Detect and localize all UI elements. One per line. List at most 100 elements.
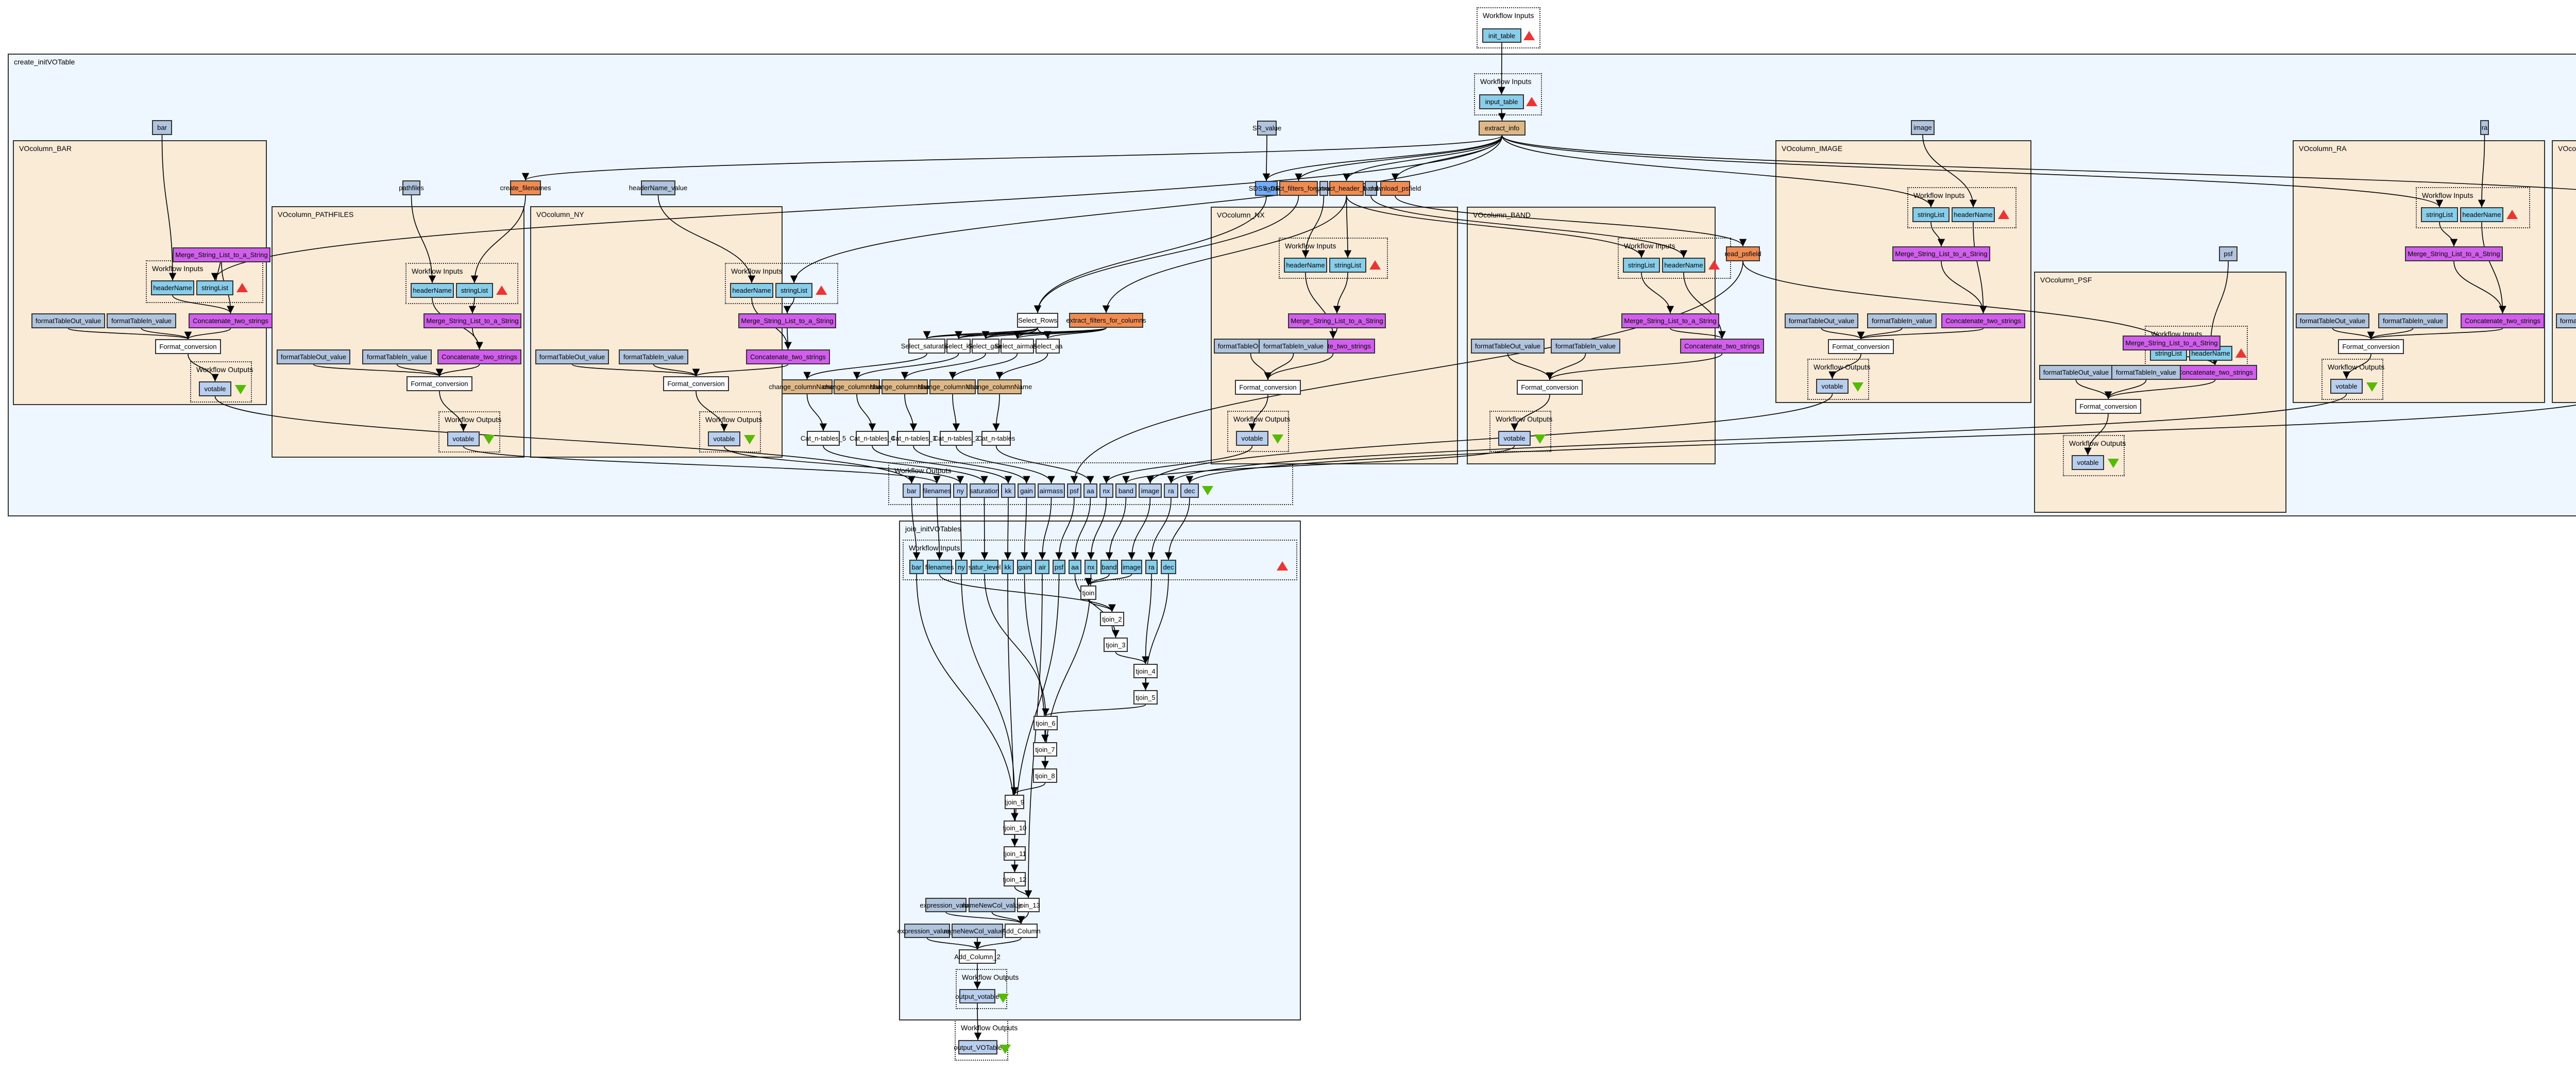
format-conversion-node[interactable]: Format_conversion [2075,399,2141,414]
select-aa-node[interactable]: Select_aa [1033,339,1062,354]
format-table-out-value-node[interactable]: formatTableOut_value [2296,313,2369,328]
image-constant-node[interactable]: image [1911,120,1935,135]
merge-string-list-node[interactable]: Merge_String_List_to_a_String [423,313,521,328]
headername-input[interactable]: headerName [151,280,194,295]
output-votable-node[interactable]: output_votable [955,989,999,1003]
cat-ntables-5-node[interactable]: Cat_n-tables_5 [801,431,846,446]
join-input-image[interactable]: image [1121,560,1142,574]
create-output-band[interactable]: band [1115,483,1137,498]
tjoin-2-node[interactable]: tjoin_2 [1100,612,1124,626]
concatenate-two-strings-node[interactable]: Concatenate_two_strings [1941,313,2025,328]
tjoin-3-node[interactable]: tjoin_3 [1104,638,1128,652]
tjoin-8-node[interactable]: tjoin_8 [1033,768,1057,783]
headername-input[interactable]: headerName [730,283,773,298]
namenewcol-value-node[interactable]: nameNewCol_value [962,898,1022,912]
tjoin-6-node[interactable]: tjoin_6 [1033,716,1058,730]
select-kk-node[interactable]: Select_kk [944,339,973,354]
tjoin-9-node[interactable]: tjoin_9 [1005,795,1024,809]
tjoin-13-node[interactable]: tjoin_13 [1016,898,1040,912]
add-column-node[interactable]: Add_Column [1002,924,1041,938]
extract-filters-for-rows-node[interactable]: extract_filters_for_rows [1264,181,1333,196]
stringlist-input[interactable]: stringList [775,283,812,298]
merge-string-list-node[interactable]: Merge_String_List_to_a_String [2123,336,2221,350]
input-table-input[interactable]: input_table [1479,94,1524,109]
merge-string-list-node[interactable]: Merge_String_List_to_a_String [173,247,270,262]
add-column-2-node[interactable]: Add_Column_2 [954,949,1001,964]
create-output-psf[interactable]: psf [1067,483,1081,498]
tjoin-12-node[interactable]: tjoin_12 [1003,872,1026,886]
download-psfield-node[interactable]: download_psfield [1369,181,1421,196]
concatenate-two-strings-node[interactable]: Concatenate_two_strings [1680,339,1764,354]
concatenate-two-strings-node[interactable]: Concatenate_two_strings [2173,365,2257,380]
cat-ntables-2-node[interactable]: Cat_n-tables_2 [934,431,979,446]
concatenate-two-strings-node[interactable]: Concatenate_two_strings [437,349,521,364]
format-table-out-value-node[interactable]: formatTableOut_value [2556,313,2576,328]
stringlist-input[interactable]: stringList [1912,207,1950,222]
cat-ntables-4-node[interactable]: Cat_n-tables_4 [850,431,895,446]
psf-constant-node[interactable]: psf [2219,246,2238,261]
headername-input[interactable]: headerName [1662,258,1705,273]
expression-value-1-node[interactable]: expression_value_1 [897,924,957,938]
format-table-out-value-node[interactable]: formatTableOut_value [1785,313,1858,328]
create-filenames-node[interactable]: create_filenames [500,180,551,195]
votable-output-node[interactable]: votable [1236,431,1268,446]
expression-value-node[interactable]: expression_value [920,898,972,912]
create-output-nx[interactable]: nx [1099,483,1113,498]
format-table-in-value-node[interactable]: formatTableIn_value [1551,339,1620,354]
create-output-saturation[interactable]: saturation [970,483,999,498]
select-rows-node[interactable]: Select_Rows [1017,313,1058,328]
merge-string-list-node[interactable]: Merge_String_List_to_a_String [2405,246,2503,261]
output-votable-final-node[interactable]: output_VOTable [954,1040,1002,1054]
change-columnname4-2-node[interactable]: change_columnName4_2 [769,379,845,394]
votable-output-node[interactable]: votable [1498,431,1531,446]
format-table-in-value-node[interactable]: formatTableIn_value [2378,313,2448,328]
format-table-in-value-node[interactable]: formatTableIn_value [1259,339,1328,354]
tjoin-5-node[interactable]: tjoin_5 [1133,690,1158,705]
extract-header-band-node[interactable]: extract_header_band [1315,181,1378,196]
format-conversion-node[interactable]: Format_conversion [1517,380,1583,395]
votable-output-node[interactable]: votable [2330,379,2363,394]
create-output-gain[interactable]: gain [1018,483,1036,498]
join-input-filenames[interactable]: filenames [925,560,954,574]
join-input-dec[interactable]: dec [1161,560,1176,574]
join-input-bar[interactable]: bar [909,560,924,574]
join-input-nx[interactable]: nx [1084,560,1097,574]
join-input-aa[interactable]: aa [1069,560,1081,574]
tjoin-7-node[interactable]: tjoin_7 [1033,742,1057,757]
select-gain-node[interactable]: Select_gain [968,339,1003,354]
merge-string-list-node[interactable]: Merge_String_List_to_a_String [738,313,836,328]
votable-output-node[interactable]: votable [1816,379,1849,394]
create-output-image[interactable]: image [1139,483,1162,498]
format-table-in-value-node[interactable]: formatTableIn_value [107,313,176,328]
stringlist-input[interactable]: stringList [1623,258,1660,273]
create-output-bar[interactable]: bar [903,483,921,498]
votable-output-node[interactable]: votable [199,381,231,396]
format-conversion-node[interactable]: Format_conversion [1235,380,1301,395]
format-conversion-node[interactable]: Format_conversion [155,339,221,354]
create-output-filenames[interactable]: filenames [923,483,951,498]
select-saturation-node[interactable]: Select_saturation [901,339,953,354]
cat-ntables-3-node[interactable]: Cat_n-tables_3 [891,431,936,446]
join-input-kk[interactable]: kk [1002,560,1014,574]
format-conversion-node[interactable]: Format_conversion [1828,339,1894,354]
read-psfield-node[interactable]: read_psfield [1725,246,1761,261]
format-table-in-value-node[interactable]: formatTableIn_value [2111,365,2181,380]
bar-constant-node[interactable]: bar [152,120,172,135]
merge-string-list-node[interactable]: Merge_String_List_to_a_String [1621,313,1719,328]
join-input-air[interactable]: air [1035,560,1049,574]
change-columnname4-node[interactable]: change_columnName4 [822,379,891,394]
extract-filters-for-columns-node[interactable]: extract_filters_for_columns [1066,313,1146,328]
merge-string-list-node[interactable]: Merge_String_List_to_a_String [1892,246,1990,261]
create-output-ny[interactable]: ny [953,483,968,498]
stringlist-input[interactable]: stringList [2421,207,2458,222]
headername-input[interactable]: headerName [1284,258,1327,273]
join-input-ny[interactable]: ny [955,560,968,574]
stringlist-input[interactable]: stringList [196,280,233,295]
format-conversion-node[interactable]: Format_conversion [2338,339,2404,354]
tjoin-node[interactable]: tjoin [1080,585,1096,600]
join-input-band[interactable]: band [1100,560,1118,574]
format-table-out-value-node[interactable]: formatTableOut_value [277,349,350,364]
merge-string-list-node[interactable]: Merge_String_List_to_a_String [1288,313,1386,328]
ra-constant-node[interactable]: ra [2480,120,2489,135]
cat-ntables-node[interactable]: Cat_n-tables [977,431,1015,446]
